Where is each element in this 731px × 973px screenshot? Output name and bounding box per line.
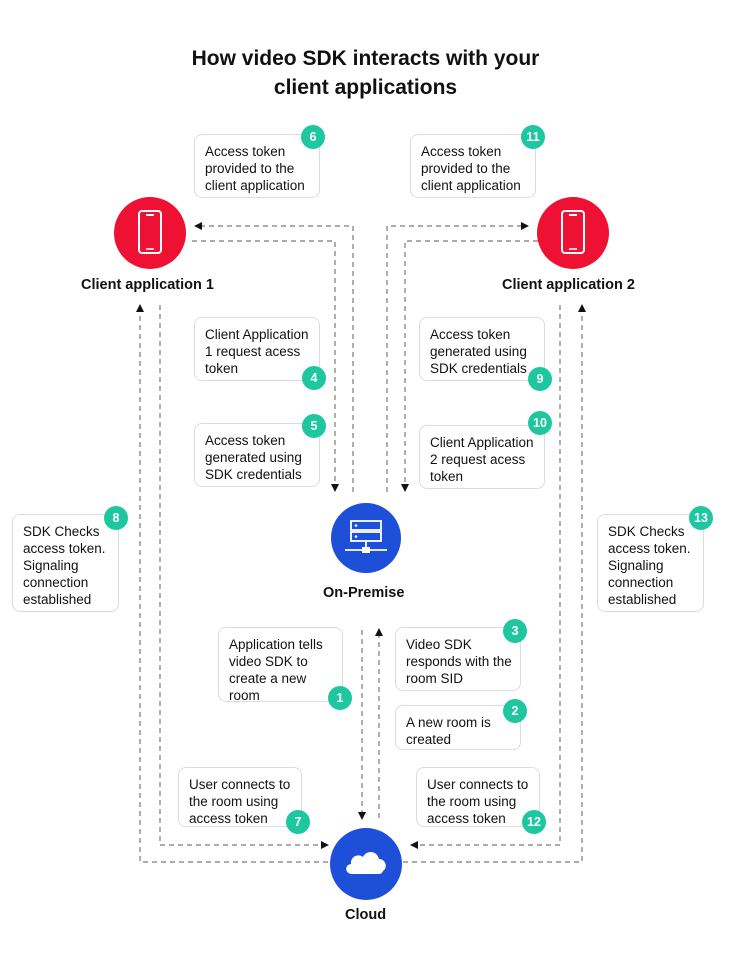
line-onprem-to-client2: [386, 222, 529, 492]
cloud-label: Cloud: [345, 907, 387, 923]
step-12-line: access token: [427, 811, 506, 826]
line-client1-to-cloud: [159, 305, 329, 849]
step-8-line: Signaling: [23, 558, 79, 573]
step-12-line: User connects to: [427, 777, 529, 792]
step-11-line: Access token: [421, 144, 502, 159]
line-onprem-to-client1: [194, 222, 354, 492]
server-icon: [345, 520, 387, 553]
step-9-line: Access token: [430, 327, 511, 342]
step-1-line: video SDK to: [229, 654, 308, 669]
step-11-line: client application: [421, 178, 521, 193]
step-7-line: access token: [189, 811, 268, 826]
step-11-box: Access token provided to the client appl…: [410, 134, 536, 198]
step-9-badge: 9: [528, 367, 552, 391]
step-8-line: established: [23, 592, 92, 607]
step-3-badge: 3: [503, 619, 527, 643]
title-line-2: client applications: [273, 76, 458, 99]
step-9-line: SDK credentials: [430, 361, 527, 376]
client-application-1-label: Client application 1: [81, 277, 214, 293]
step-11-line: provided to the: [421, 161, 511, 176]
step-7-box: User connects to the room using access t…: [178, 767, 302, 827]
step-1-line: room: [229, 688, 260, 703]
step-13-line: established: [608, 592, 677, 607]
step-13-badge: 13: [689, 506, 713, 530]
on-premise-label: On-Premise: [323, 585, 405, 601]
step-5-box: Access token generated using SDK credent…: [194, 423, 320, 487]
step-5-line: Access token: [205, 433, 286, 448]
step-3-line: room SID: [406, 671, 464, 686]
step-6-line: provided to the: [205, 161, 295, 176]
step-1-line: create a new: [229, 671, 307, 686]
step-2-badge: 2: [503, 699, 527, 723]
step-6-box: Access token provided to the client appl…: [194, 134, 320, 198]
client-application-2-label: Client application 2: [502, 277, 635, 293]
step-9-box: Access token generated using SDK credent…: [419, 317, 545, 381]
step-2-line: A new room is: [406, 715, 491, 730]
client-application-2-node: [537, 197, 609, 269]
step-9-line: generated using: [430, 344, 527, 359]
step-4-line: token: [205, 361, 239, 376]
step-12-box: User connects to the room using access t…: [416, 767, 540, 827]
line-client1-to-onprem: [192, 240, 339, 492]
step-8-line: access token.: [23, 541, 106, 556]
step-10-line: 2 request acess: [430, 452, 526, 467]
diagram-title: How video SDK interacts with your client…: [0, 44, 731, 102]
client-application-1-node: [114, 197, 186, 269]
step-8-box: SDK Checks access token. Signaling conne…: [12, 514, 119, 612]
step-2-box: A new room is created: [395, 705, 521, 750]
title-line-1: How video SDK interacts with your: [191, 47, 540, 70]
smartphone-icon: [561, 210, 585, 254]
line-client2-to-onprem: [401, 240, 538, 492]
step-8-line: connection: [23, 575, 89, 590]
cloud-icon: [346, 851, 386, 874]
step-6-line: Access token: [205, 144, 286, 159]
step-6-badge: 6: [301, 125, 325, 149]
step-4-line: 1 request acess: [205, 344, 301, 359]
step-12-line: the room using: [427, 794, 517, 809]
step-10-line: token: [430, 469, 464, 484]
step-3-line: Video SDK: [406, 637, 472, 652]
step-7-line: the room using: [189, 794, 279, 809]
step-12-badge: 12: [522, 810, 546, 834]
step-4-badge: 4: [302, 366, 326, 390]
step-10-box: Client Application 2 request acess token: [419, 425, 545, 489]
line-cloud-to-client2: [385, 304, 586, 863]
step-5-line: generated using: [205, 450, 302, 465]
smartphone-icon: [138, 210, 162, 254]
step-13-box: SDK Checks access token. Signaling conne…: [597, 514, 704, 612]
step-7-line: User connects to: [189, 777, 291, 792]
on-premise-node: [331, 503, 401, 573]
step-1-line: Application tells: [229, 637, 323, 652]
step-8-badge: 8: [104, 506, 128, 530]
step-1-badge: 1: [328, 686, 352, 710]
step-5-badge: 5: [302, 414, 326, 438]
step-13-line: connection: [608, 575, 674, 590]
step-13-line: access token.: [608, 541, 691, 556]
step-10-line: Client Application: [430, 435, 534, 450]
step-8-line: SDK Checks: [23, 524, 100, 539]
step-2-line: created: [406, 732, 452, 747]
step-11-badge: 11: [521, 125, 545, 149]
step-7-badge: 7: [286, 810, 310, 834]
step-5-line: SDK credentials: [205, 467, 302, 482]
step-3-box: Video SDK responds with the room SID: [395, 627, 521, 691]
step-13-line: SDK Checks: [608, 524, 685, 539]
step-13-line: Signaling: [608, 558, 664, 573]
step-4-box: Client Application 1 request acess token: [194, 317, 320, 381]
step-3-line: responds with the: [406, 654, 512, 669]
cloud-node: [330, 828, 402, 900]
step-4-line: Client Application: [205, 327, 309, 342]
step-6-line: client application: [205, 178, 305, 193]
step-1-box: Application tells video SDK to create a …: [218, 627, 343, 703]
line-cloud-to-client1: [136, 304, 355, 863]
line-client2-to-cloud: [410, 305, 561, 849]
step-10-badge: 10: [528, 411, 552, 435]
